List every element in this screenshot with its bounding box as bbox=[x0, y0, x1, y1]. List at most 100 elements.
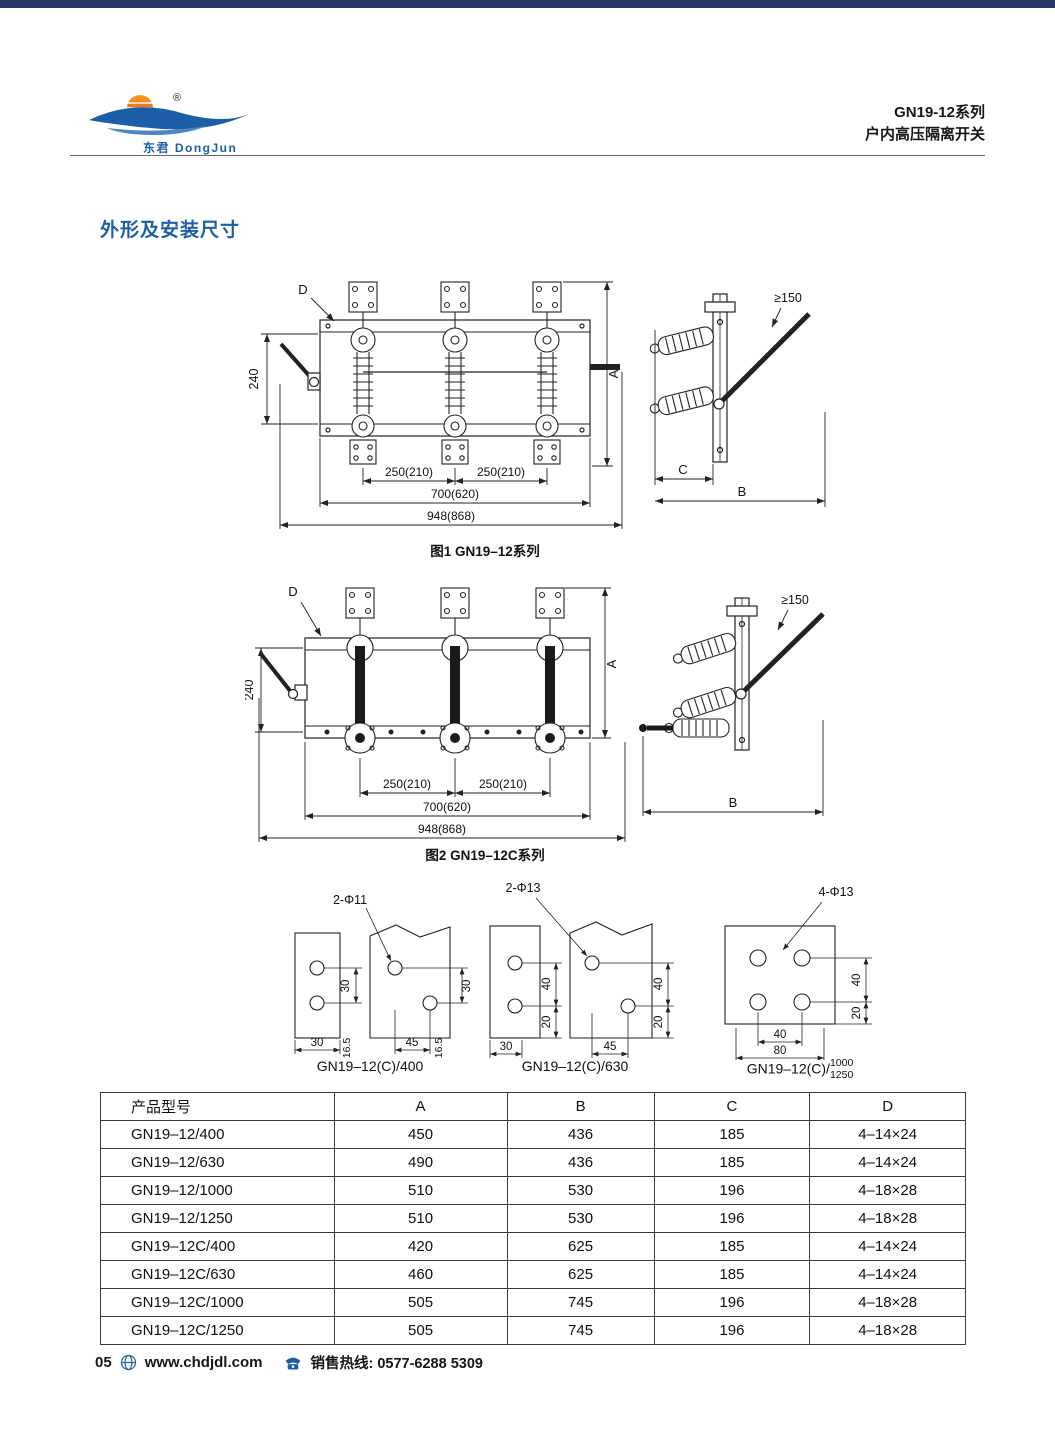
table-row: GN19–12C/1000 505 745 196 4–18×28 bbox=[100, 1288, 966, 1317]
figure1-drawing: D 240 A ≥150 C B 250(210) 250(210) 700(6… bbox=[247, 281, 826, 559]
dim-label: 250(210) bbox=[385, 465, 433, 479]
dim-label: B bbox=[729, 795, 738, 810]
cell: 196 bbox=[653, 1176, 811, 1205]
cell: 450 bbox=[333, 1120, 508, 1149]
dim-callout: 4-Φ13 bbox=[819, 885, 854, 899]
brand-name: 东君 DongJun bbox=[143, 141, 238, 155]
table-row: GN19–12C/400 420 625 185 4–14×24 bbox=[100, 1232, 966, 1261]
phone-icon bbox=[284, 1354, 302, 1371]
section-title: 外形及安装尺寸 bbox=[100, 220, 241, 241]
dim-label: ≥150 bbox=[781, 593, 809, 607]
fig1-dimension-lines bbox=[261, 281, 826, 529]
dim-label: 40 bbox=[541, 978, 553, 991]
cell: 4–18×28 bbox=[809, 1288, 966, 1317]
cell: 530 bbox=[506, 1176, 655, 1205]
col-header-d: D bbox=[809, 1092, 966, 1121]
hole-patterns-drawing: 2-Φ11 30 30 30 16.5 45 16.5 bbox=[294, 881, 872, 1060]
cell: 745 bbox=[506, 1288, 655, 1317]
cell: 745 bbox=[506, 1316, 655, 1345]
cell: 4–14×24 bbox=[809, 1232, 966, 1261]
cell-model: GN19–12C/1000 bbox=[100, 1288, 335, 1317]
dim-label: A bbox=[604, 659, 619, 668]
cell-model: GN19–12C/400 bbox=[100, 1232, 335, 1261]
table-row: GN19–12C/630 460 625 185 4–14×24 bbox=[100, 1260, 966, 1289]
col-header-a: A bbox=[333, 1092, 508, 1121]
table-row: GN19–12/1000 510 530 196 4–18×28 bbox=[100, 1176, 966, 1205]
cell: 436 bbox=[506, 1120, 655, 1149]
cell: 4–18×28 bbox=[809, 1316, 966, 1345]
dim-label: 16.5 bbox=[341, 1038, 353, 1059]
fig1-dimension-labels: D 240 A ≥150 C B 250(210) 250(210) 700(6… bbox=[247, 282, 802, 559]
dim-label: ≥150 bbox=[774, 291, 802, 305]
dim-label: 45 bbox=[406, 1037, 419, 1049]
hole-pattern-label-400: GN19–12(C)/400 bbox=[316, 1058, 424, 1074]
fig1-side-view bbox=[647, 293, 811, 463]
dim-label: D bbox=[288, 584, 297, 599]
cell-model: GN19–12C/1250 bbox=[100, 1316, 335, 1345]
figure-caption: 图2 GN19–12C系列 bbox=[425, 847, 544, 863]
series-title: GN19-12系列 bbox=[894, 104, 985, 121]
cell: 530 bbox=[506, 1204, 655, 1233]
dim-label: B bbox=[738, 484, 747, 499]
cell-model: GN19–12/630 bbox=[100, 1148, 335, 1177]
cell: 436 bbox=[506, 1148, 655, 1177]
table-row: GN19–12/630 490 436 185 4–14×24 bbox=[100, 1148, 966, 1177]
dim-label: 240 bbox=[247, 369, 261, 390]
cell: 185 bbox=[653, 1148, 811, 1177]
dim-label: 20 bbox=[541, 1016, 553, 1029]
dim-label: A bbox=[606, 369, 621, 378]
page-footer: 05 www.chdjdl.com 销售热线: 0577-6288 5309 bbox=[95, 1352, 483, 1373]
top-accent-bar bbox=[0, 0, 1055, 8]
label-prefix: GN19–12(C)/ bbox=[746, 1060, 830, 1077]
table-row: GN19–12/400 450 436 185 4–14×24 bbox=[100, 1120, 966, 1149]
dim-label: 20 bbox=[653, 1016, 665, 1029]
hole-pattern-400-dims bbox=[294, 907, 468, 1054]
cell: 625 bbox=[506, 1232, 655, 1261]
cell: 420 bbox=[333, 1232, 508, 1261]
dim-label: 700(620) bbox=[431, 487, 479, 501]
hole-pattern-1000-1250 bbox=[724, 925, 836, 1025]
fig2-side-view bbox=[639, 597, 825, 751]
cell: 196 bbox=[653, 1316, 811, 1345]
spec-table: 产品型号 A B C D GN19–12/400 450 436 185 4–1… bbox=[100, 1092, 966, 1345]
dim-label: 30 bbox=[311, 1037, 324, 1049]
dim-label: 250(210) bbox=[479, 777, 527, 791]
series-subtitle: 户内高压隔离开关 bbox=[864, 125, 985, 143]
cell: 625 bbox=[506, 1260, 655, 1289]
registered-mark: ® bbox=[173, 92, 182, 104]
brand-logo: 东君 DongJun bbox=[85, 92, 285, 156]
dim-label: 948(868) bbox=[427, 509, 475, 523]
table-row: GN19–12/1250 510 530 196 4–18×28 bbox=[100, 1204, 966, 1233]
globe-icon bbox=[120, 1354, 137, 1371]
dim-label: 40 bbox=[653, 978, 665, 991]
cell: 4–18×28 bbox=[809, 1176, 966, 1205]
spec-table-header-row: 产品型号 A B C D bbox=[100, 1092, 966, 1121]
hole-pattern-400 bbox=[294, 924, 451, 1039]
dim-callout: 2-Φ13 bbox=[506, 881, 541, 895]
dim-label: 948(868) bbox=[418, 822, 466, 836]
dim-label: 40 bbox=[774, 1029, 787, 1041]
wave-icon-2 bbox=[107, 126, 207, 135]
dim-label: 20 bbox=[851, 1007, 863, 1020]
col-header-model: 产品型号 bbox=[100, 1092, 335, 1121]
cell: 510 bbox=[333, 1176, 508, 1205]
dim-label: 700(620) bbox=[423, 800, 471, 814]
cell: 185 bbox=[653, 1120, 811, 1149]
dim-label: 250(210) bbox=[383, 777, 431, 791]
hole-pattern-630-dims bbox=[489, 897, 674, 1058]
col-header-b: B bbox=[506, 1092, 655, 1121]
dim-label: 80 bbox=[774, 1045, 787, 1057]
fig2-dimension-lines bbox=[255, 587, 824, 842]
cell: 4–14×24 bbox=[809, 1260, 966, 1289]
cell: 510 bbox=[333, 1204, 508, 1233]
cell-model: GN19–12/1250 bbox=[100, 1204, 335, 1233]
dim-label: 30 bbox=[461, 980, 473, 993]
figure-caption: 图1 GN19–12系列 bbox=[430, 543, 540, 559]
page-number: 05 bbox=[95, 1354, 112, 1371]
figure2-drawing: D 240 A ≥150 B 250(210) 250(210) 700(620… bbox=[245, 584, 825, 863]
cell: 4–18×28 bbox=[809, 1204, 966, 1233]
hotline-text: 销售热线: 0577-6288 5309 bbox=[310, 1356, 483, 1372]
